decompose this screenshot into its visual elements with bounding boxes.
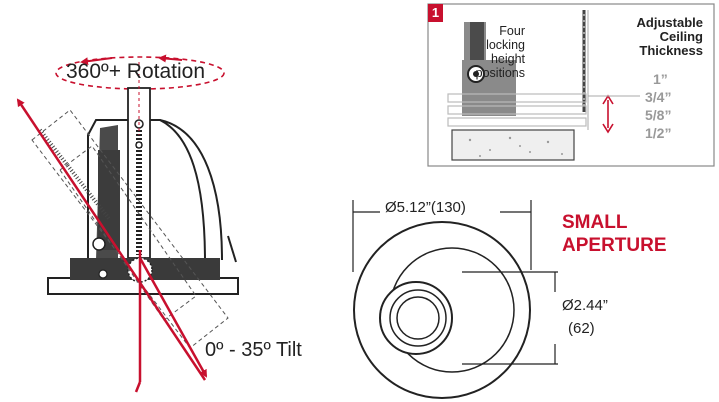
thickness-option-3: 5/8”	[645, 107, 672, 123]
ceiling-texture	[468, 136, 563, 157]
knob	[92, 237, 106, 251]
ceiling-board	[451, 129, 575, 161]
rotation-label: 360º+ Rotation	[66, 60, 206, 83]
base-screw	[98, 269, 108, 279]
rotation-arrow-right	[158, 54, 183, 63]
tilt-arrow-angled	[16, 98, 207, 381]
housing-flange	[159, 119, 223, 261]
tilted-fixture-outline	[31, 109, 229, 349]
clip-right	[227, 235, 237, 263]
column-screw-2	[135, 141, 143, 149]
locking-line4: positions	[475, 66, 525, 80]
tilt-arrow-angled-tip	[138, 257, 208, 378]
rotation-ellipse	[55, 56, 225, 90]
aperture-title-line1: SMALL	[562, 212, 628, 233]
aperture-title-line2: APERTURE	[562, 235, 667, 256]
bracket-bolt-center	[473, 71, 479, 77]
aperture-title: SMALL APERTURE	[562, 211, 667, 257]
inner-diameter-label: Ø2.44”	[562, 297, 608, 314]
thickness-arrow-bottom	[602, 123, 614, 134]
ceiling-layer-2	[447, 105, 587, 115]
thickness-option-2: 3/4”	[645, 89, 672, 105]
mounting-column	[127, 87, 151, 259]
ceiling-layer-1	[447, 93, 587, 103]
ceiling-line1: Adjustable	[636, 15, 703, 30]
ceiling-thickness-inset	[427, 3, 715, 167]
inset-number-badge: 1	[428, 4, 443, 22]
inner-diameter-mm-label: (62)	[568, 320, 595, 337]
locking-line2: locking	[486, 38, 525, 52]
recessed-fixture-drawing	[16, 54, 239, 393]
tilt-arrow-vertical-tail	[134, 381, 142, 393]
tilt-label: 0º - 35º Tilt	[205, 339, 302, 361]
housing-side-block	[98, 150, 120, 250]
ceiling-thickness-title: Adjustable Ceiling Thickness	[637, 16, 703, 58]
locking-line3: height	[490, 52, 525, 66]
outer-diameter-label: Ø5.12”(130)	[385, 199, 466, 216]
ceiling-line2: Ceiling	[659, 29, 703, 44]
rotation-arrow-left	[80, 57, 113, 66]
thickness-option-1: 1”	[653, 71, 668, 87]
locking-positions-label: Four locking height positions	[476, 24, 525, 80]
thickness-option-4: 1/2”	[645, 125, 672, 141]
ceiling-line3: Thickness	[639, 43, 703, 58]
aperture-top-view	[352, 200, 558, 399]
aperture-ring-3	[396, 296, 440, 340]
tilted-rack	[38, 128, 112, 222]
locking-line1: Four	[499, 24, 525, 38]
ceiling-layer-3	[447, 117, 587, 127]
